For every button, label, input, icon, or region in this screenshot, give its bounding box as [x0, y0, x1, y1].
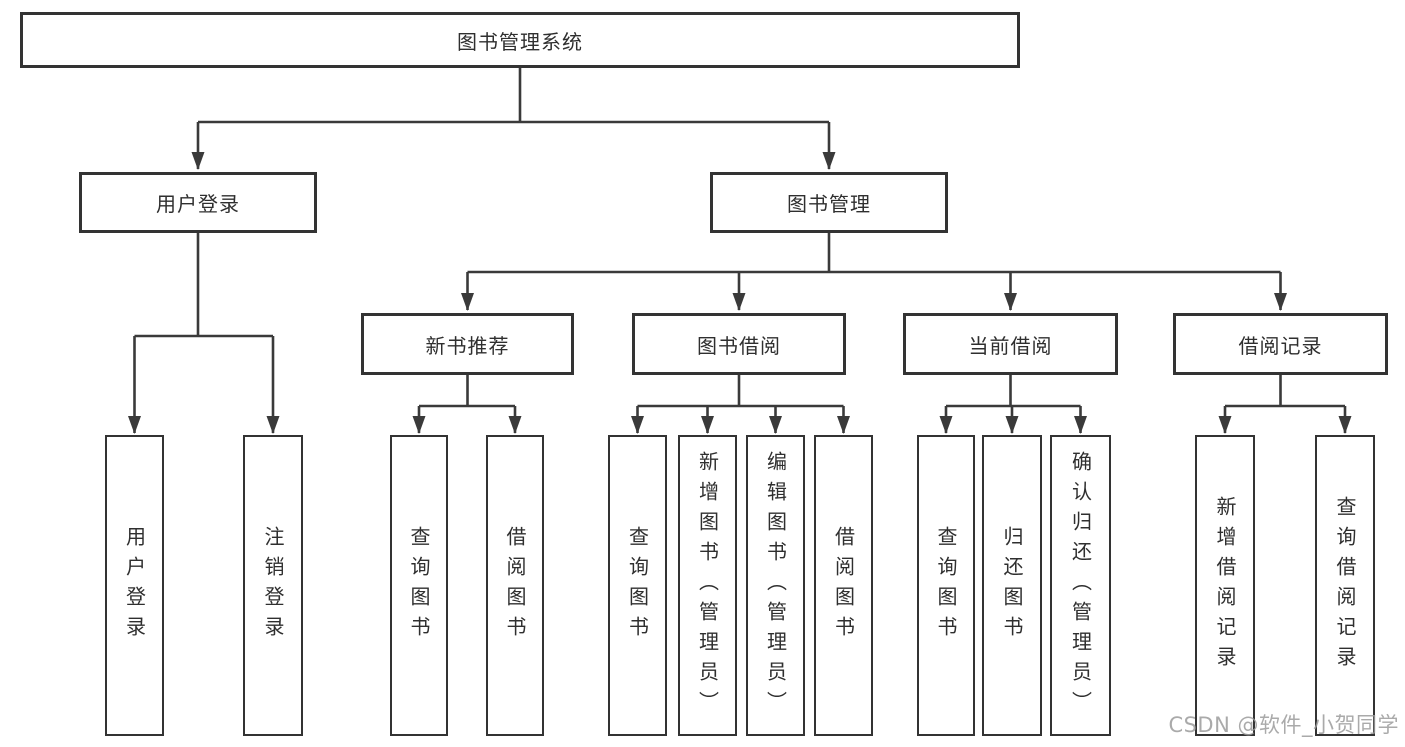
leaf-query-books-borrowing: 查询图书	[608, 435, 667, 736]
leaf-add-borrow-record-label: 新增借阅记录	[1213, 495, 1237, 676]
leaf-query-books-current: 查询图书	[917, 435, 975, 736]
connector-borrow-records-branch	[1218, 375, 1352, 434]
connector-new-book-rec-branch	[412, 375, 522, 434]
node-book-borrowing: 图书借阅	[632, 313, 846, 375]
connector-book-borrow-branch	[631, 375, 850, 434]
connector-book-mgmt-branch	[461, 233, 1287, 311]
node-borrowing-records-label: 借阅记录	[1238, 333, 1323, 358]
node-book-management: 图书管理	[710, 172, 948, 233]
node-new-book-recommend: 新书推荐	[361, 313, 574, 375]
leaf-edit-books-admin-label: 编辑图书（管理员）	[763, 450, 788, 721]
connector-root-to-level2	[191, 68, 836, 170]
leaf-query-borrow-record: 查询借阅记录	[1315, 435, 1375, 736]
leaf-return-books-label: 归还图书	[1000, 525, 1024, 646]
leaf-borrow-books-recommend-label: 借阅图书	[503, 525, 527, 646]
node-user-login: 用户登录	[79, 172, 317, 233]
node-library-system: 图书管理系统	[20, 12, 1020, 68]
node-user-login-label: 用户登录	[156, 192, 240, 216]
leaf-query-books-recommend-label: 查询图书	[407, 525, 431, 646]
leaf-return-books: 归还图书	[982, 435, 1042, 736]
node-book-management-label: 图书管理	[787, 192, 871, 216]
node-current-borrowing: 当前借阅	[903, 313, 1118, 375]
leaf-borrow-books-recommend: 借阅图书	[486, 435, 544, 736]
node-book-borrowing-label: 图书借阅	[697, 333, 781, 358]
leaf-logout-label: 注销登录	[261, 525, 285, 646]
leaf-edit-books-admin: 编辑图书（管理员）	[746, 435, 805, 736]
leaf-query-books-borrowing-label: 查询图书	[625, 525, 650, 646]
node-borrowing-records: 借阅记录	[1173, 313, 1388, 375]
leaf-borrow-books-borrowing-label: 借阅图书	[831, 525, 856, 646]
node-new-book-recommend-label: 新书推荐	[425, 333, 510, 358]
node-library-system-label: 图书管理系统	[457, 29, 583, 54]
node-current-borrowing-label: 当前借阅	[968, 333, 1053, 358]
leaf-user-login-label: 用户登录	[122, 525, 147, 646]
leaf-query-books-recommend: 查询图书	[390, 435, 448, 736]
leaf-borrow-books-borrowing: 借阅图书	[814, 435, 873, 736]
leaf-confirm-return-admin-label: 确认归还（管理员）	[1068, 450, 1093, 721]
connector-current-borrow-branch	[939, 375, 1087, 434]
connector-user-login-branch	[128, 233, 280, 434]
leaf-add-books-admin-label: 新增图书（管理员）	[695, 450, 720, 721]
leaf-add-books-admin: 新增图书（管理员）	[678, 435, 737, 736]
leaf-query-books-current-label: 查询图书	[934, 525, 958, 646]
leaf-logout: 注销登录	[243, 435, 303, 736]
leaf-add-borrow-record: 新增借阅记录	[1195, 435, 1255, 736]
leaf-user-login: 用户登录	[105, 435, 164, 736]
leaf-query-borrow-record-label: 查询借阅记录	[1333, 495, 1357, 676]
leaf-confirm-return-admin: 确认归还（管理员）	[1050, 435, 1111, 736]
